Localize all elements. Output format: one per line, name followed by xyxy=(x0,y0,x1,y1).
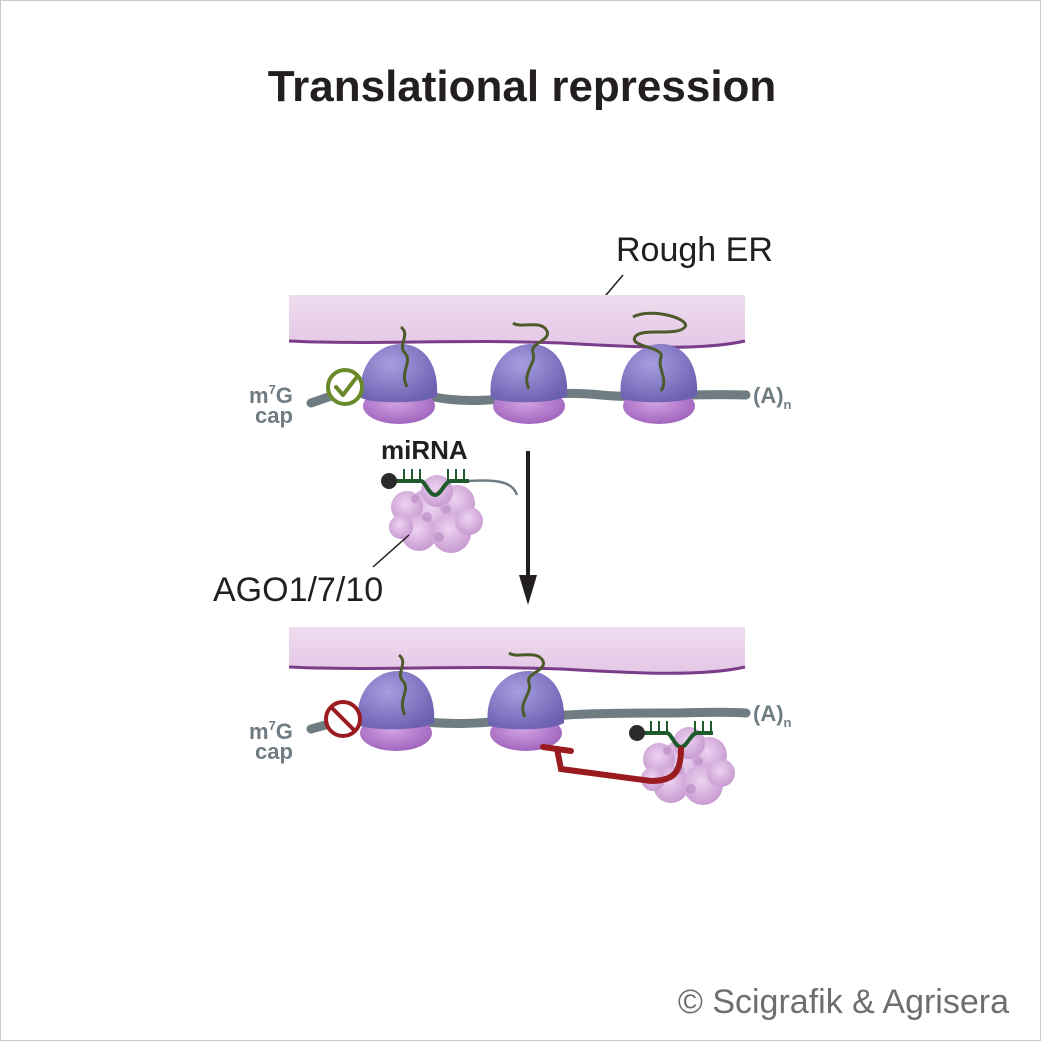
diagram-title: Translational repression xyxy=(268,62,777,111)
ribosome-2-bottom xyxy=(487,671,565,751)
cap-word-bottom: cap xyxy=(255,739,293,764)
block-slash xyxy=(330,706,356,732)
er-membrane-edge-bottom xyxy=(288,665,746,675)
mirna-strand-middle xyxy=(389,479,469,498)
peptide-1-top xyxy=(399,325,410,388)
cap-label-bottom: m7G xyxy=(249,718,293,744)
ago-protein-middle xyxy=(389,475,483,553)
check-icon xyxy=(326,368,364,406)
mirna-5prime-cap-bottom xyxy=(629,725,645,741)
ribosome-2-top xyxy=(490,344,568,424)
process-arrow xyxy=(519,451,537,605)
rough-er-label: Rough ER xyxy=(616,231,773,269)
ago-leader xyxy=(372,534,410,568)
er-membrane-bottom xyxy=(289,627,745,674)
mirna-label: miRNA xyxy=(381,435,468,465)
ago-complex-middle: miRNA AGO1/7/10 xyxy=(213,435,519,609)
mirna-pairing-ticks-bottom xyxy=(650,721,712,733)
mirna-5prime-cap xyxy=(381,473,397,489)
peptide-1-bottom xyxy=(397,653,408,716)
polya-label-bottom: (A)n xyxy=(753,701,792,730)
bottom-panel: m7G cap (A)n xyxy=(249,627,792,805)
top-panel: m7G cap (A)n xyxy=(249,295,792,428)
er-membrane-edge-top xyxy=(288,339,746,349)
ribosome-1-top xyxy=(360,344,438,424)
inhibition-arrow xyxy=(554,746,684,785)
er-membrane-top xyxy=(289,295,745,348)
ago-label: AGO1/7/10 xyxy=(213,571,383,609)
peptide-3-top xyxy=(632,311,687,392)
mirna-tail xyxy=(468,479,519,496)
inhibition-bar xyxy=(540,744,574,754)
check-mark xyxy=(334,376,358,397)
cap-word-top: cap xyxy=(255,403,293,428)
ribosome-3-top xyxy=(620,344,698,424)
cap-label-top: m7G xyxy=(249,382,293,408)
ribosome-1-bottom xyxy=(357,671,435,751)
mirna-pairing-ticks xyxy=(403,469,465,481)
peptide-2-top xyxy=(512,321,549,390)
copyright-text: © Scigrafik & Agrisera xyxy=(678,983,1009,1021)
polya-label-top: (A)n xyxy=(753,383,792,412)
peptide-2-bottom xyxy=(508,651,545,718)
